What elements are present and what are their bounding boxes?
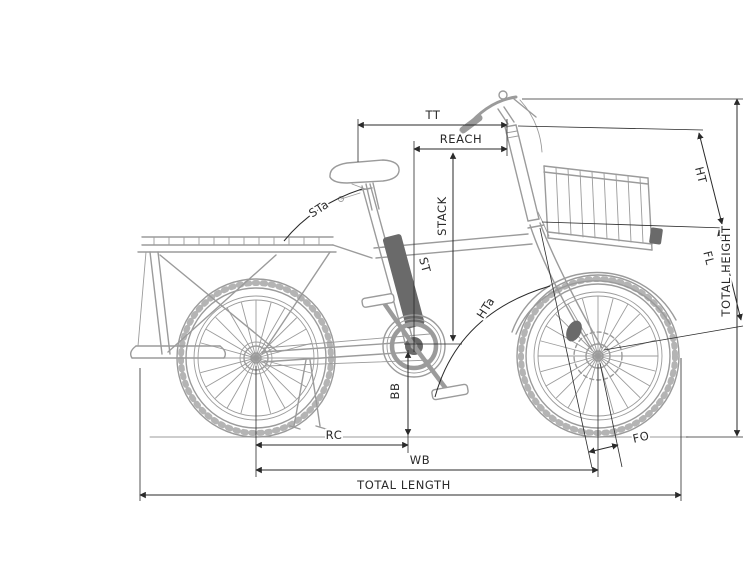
label-ht: HT [692, 165, 710, 185]
rear-cargo-rack [129, 236, 373, 359]
seat-tube-angle-arc [283, 188, 363, 242]
dim-tt: TT [357, 106, 508, 129]
label-fl: FL [700, 249, 717, 266]
front-rack [537, 165, 663, 251]
dim-bb: BB [386, 351, 412, 436]
head-tube-angle-arc [434, 285, 551, 398]
dim-reach: REACH [413, 130, 508, 153]
dim-fo: FO [588, 427, 653, 454]
label-sta: STa [306, 197, 331, 220]
kickstand [289, 359, 327, 430]
dim-rc: RC [255, 426, 409, 449]
rack-light [649, 227, 663, 245]
saddle [329, 159, 400, 211]
brake-caliper [566, 320, 582, 342]
label-rc: RC [326, 428, 343, 442]
dim-stack: STACK [433, 152, 457, 342]
dim-wb: WB [255, 451, 599, 474]
label-total-height: TOTAL HEIGHT [719, 225, 733, 318]
steering-axis-line [539, 227, 593, 469]
label-bb: BB [388, 383, 402, 400]
brake-cable [519, 99, 543, 153]
dim-sta: STa [304, 195, 333, 222]
label-stack: STACK [435, 196, 449, 236]
label-st: ST [416, 256, 434, 275]
grip [459, 114, 483, 134]
brake-lever [513, 98, 537, 118]
label-fo: FO [631, 428, 651, 445]
label-hta: HTa [474, 295, 498, 322]
label-tt: TT [424, 108, 440, 122]
dim-st: ST [414, 254, 435, 276]
rear-spokes [255, 299, 272, 359]
front-fender [511, 271, 677, 333]
chain-top [263, 333, 431, 349]
dim-total-length: TOTAL LENGTH [139, 476, 682, 499]
crank-arm [411, 343, 450, 393]
fork-and-fender [504, 124, 677, 351]
dim-hta: HTa [472, 293, 500, 323]
pedal [431, 383, 469, 401]
label-total-length: TOTAL LENGTH [356, 478, 451, 492]
label-reach: REACH [440, 132, 483, 146]
label-wb: WB [410, 453, 430, 467]
dim-total-height: TOTAL HEIGHT [717, 98, 741, 437]
bell [498, 90, 508, 100]
dim-ht: HT [690, 132, 724, 225]
chain-bottom [265, 359, 433, 367]
